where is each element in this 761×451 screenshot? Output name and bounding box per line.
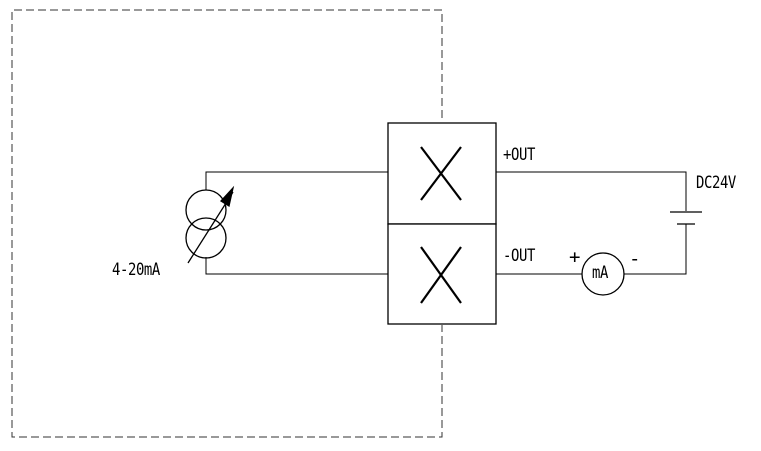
plus-out-label: +OUT (503, 145, 535, 165)
current-source-icon (185, 185, 235, 264)
terminal-top-cross-icon (420, 146, 462, 201)
wire-source-top (205, 171, 388, 190)
current-range-label: 4-20mA (112, 260, 160, 280)
device-enclosure (11, 9, 443, 438)
terminal-bottom-cross-icon (420, 246, 462, 304)
meter-plus-label: + (569, 246, 581, 268)
meter-minus-label: - (629, 248, 641, 270)
supply-voltage-label: DC24V (696, 173, 736, 193)
minus-out-label: -OUT (503, 246, 535, 266)
battery-icon (670, 211, 702, 225)
milliammeter-label: mA (592, 263, 608, 283)
milliammeter-icon (581, 252, 625, 296)
wire-source-bottom (205, 257, 388, 275)
wire-return (624, 224, 687, 275)
wire-plus-out (496, 171, 687, 211)
